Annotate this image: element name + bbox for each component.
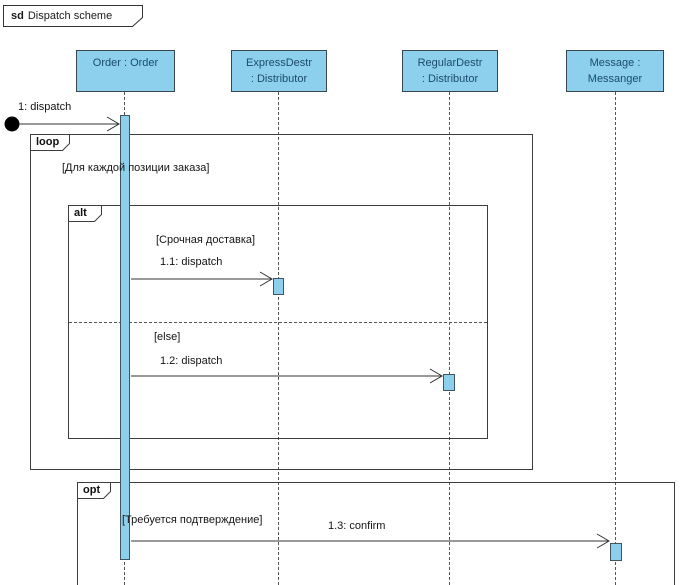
lifeline-express-destr[interactable] — [278, 92, 279, 585]
lifeline-messanger[interactable] — [615, 92, 616, 585]
loop-operator-tab — [30, 134, 70, 151]
lifeline-name: ExpressDestr — [245, 57, 313, 69]
message-label-dispatch[interactable]: 1: dispatch — [18, 101, 72, 113]
lifeline-name: Order : Order — [92, 57, 159, 69]
open-arrowhead-icon — [106, 116, 120, 132]
alt-guard-1[interactable]: [Срочная доставка] — [156, 234, 256, 246]
opt-guard[interactable]: [Требуется подтверждение] — [122, 514, 263, 526]
lifeline-name: : Distributor — [250, 73, 308, 85]
message-label-dispatch-express[interactable]: 1.1: dispatch — [160, 256, 223, 268]
message-label-dispatch-regular[interactable]: 1.2: dispatch — [160, 355, 223, 367]
open-arrowhead-icon — [259, 271, 273, 287]
frame-name: Dispatch scheme — [27, 10, 113, 22]
lifeline-name: Message : — [589, 57, 641, 69]
lifeline-name: Messanger — [587, 73, 643, 85]
lifeline-regular-destr[interactable] — [449, 92, 450, 585]
alt-operator-label: alt — [74, 207, 87, 219]
frame-keyword: sd — [11, 10, 24, 22]
fragment-opt[interactable]: opt — [77, 482, 675, 585]
fragment-alt[interactable]: alt — [68, 205, 488, 439]
activation-messanger[interactable] — [610, 543, 622, 561]
lifeline-head-order[interactable]: Order : Order — [76, 50, 175, 92]
alt-guard-else[interactable]: [else] — [154, 331, 181, 343]
opt-operator-label: opt — [83, 484, 101, 496]
alt-divider — [69, 322, 487, 323]
found-message-circle[interactable] — [4, 116, 20, 132]
activation-regular-destr[interactable] — [443, 374, 455, 391]
lifeline-name: RegularDestr — [417, 57, 483, 69]
message-label-confirm[interactable]: 1.3: confirm — [328, 520, 386, 532]
lifeline-head-express-destr[interactable]: ExpressDestr : Distributor — [231, 50, 327, 92]
lifeline-head-messanger[interactable]: Message : Messanger — [566, 50, 664, 92]
loop-operator-label: loop — [36, 136, 60, 148]
fragment-loop[interactable]: loop — [30, 134, 533, 470]
activation-order[interactable] — [120, 115, 130, 560]
loop-guard[interactable]: [Для каждой позиции заказа] — [62, 162, 210, 174]
lifeline-name: : Distributor — [421, 73, 479, 85]
opt-operator-tab — [77, 482, 111, 499]
alt-operator-tab — [68, 205, 102, 222]
open-arrowhead-icon — [429, 368, 443, 384]
open-arrowhead-icon — [596, 533, 610, 549]
lifeline-head-regular-destr[interactable]: RegularDestr : Distributor — [402, 50, 498, 92]
activation-express-destr[interactable] — [273, 278, 284, 295]
frame-tab-shape — [3, 5, 143, 27]
